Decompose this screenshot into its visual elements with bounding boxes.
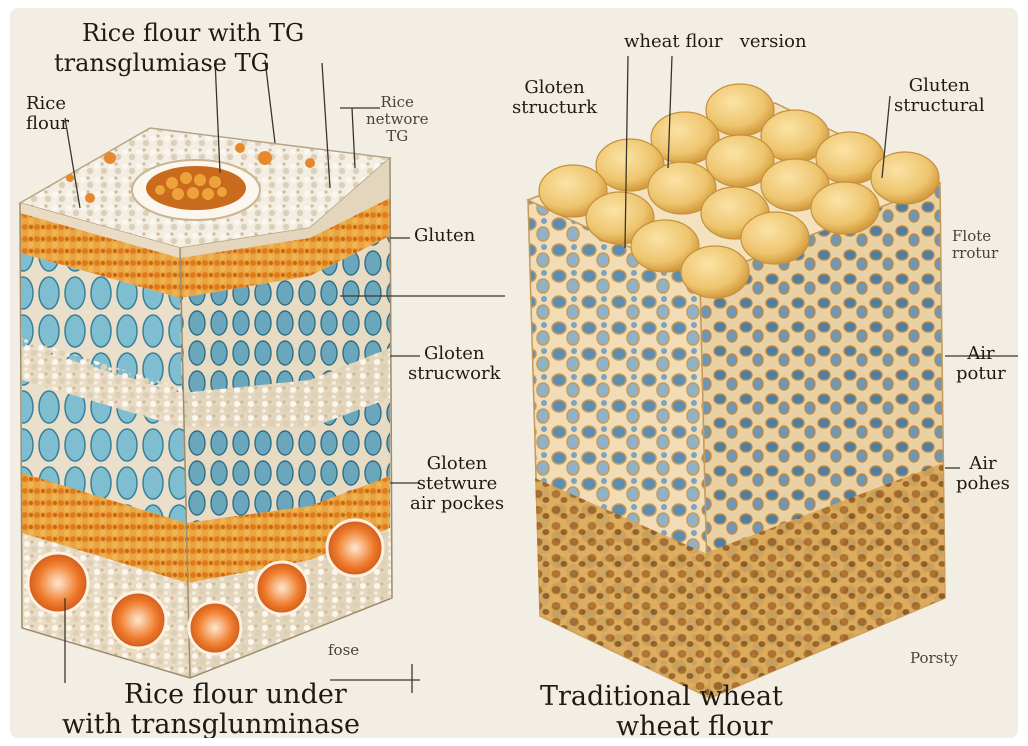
left-caption-line1: Rice flour under xyxy=(124,680,347,710)
left-title-line1: Rice flour with TG xyxy=(82,20,304,47)
label-gluten: Gluten xyxy=(414,226,475,246)
label-flote: Flote rrotur xyxy=(952,228,998,262)
label-rice-network: Rice networe TG xyxy=(366,94,428,144)
right-title: wheat floır version xyxy=(624,32,807,52)
label-air-pohes: Air pohes xyxy=(956,454,1010,494)
label-fose: fose xyxy=(328,642,359,659)
left-caption-line2: with transglunminase xyxy=(62,710,360,738)
right-caption-line1: Traditional wheat xyxy=(540,682,783,712)
label-rice-flour: Rice flour xyxy=(26,94,69,134)
label-air-potur: Air potur xyxy=(956,344,1006,384)
right-caption-line2: wheat flour xyxy=(616,712,773,738)
diagram-frame: Rice flour with TG transglumiase TG Rice… xyxy=(10,8,1018,738)
left-title-line2: transglumiase TG xyxy=(54,50,270,77)
label-gluten-structurk: Gloten structurk xyxy=(512,78,597,118)
label-porosity: Porsty xyxy=(910,650,958,667)
rice-flour-block xyxy=(20,128,392,678)
label-gluten-air-pockets: Gloten stetwure air pockes xyxy=(410,454,504,514)
label-gluten-structural: Gluten structural xyxy=(894,76,985,116)
label-gluten-structwork: Gloten strucwork xyxy=(408,344,501,384)
